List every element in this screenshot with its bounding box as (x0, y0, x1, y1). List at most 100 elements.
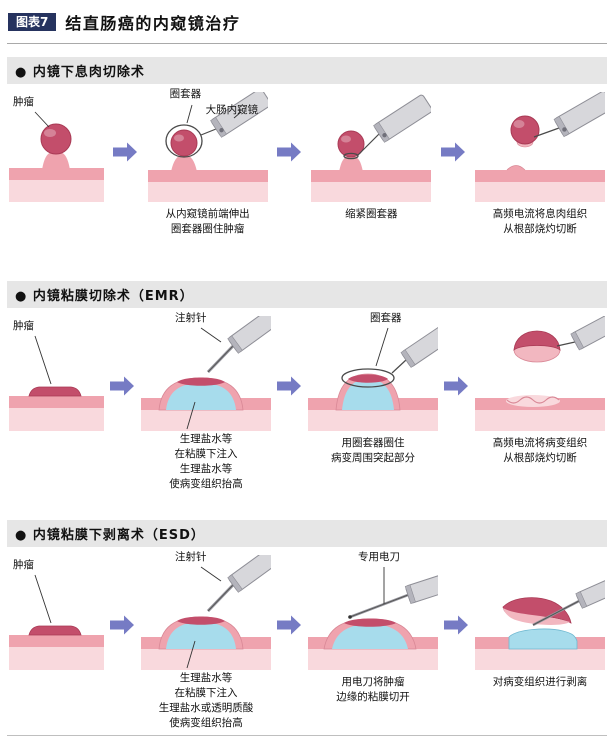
panel-polyp-resected: 高频电流将息肉组织 从根部烧灼切断 (474, 92, 605, 237)
label-tumor: 肿瘤 (13, 320, 34, 332)
tumor-graphic (28, 386, 82, 397)
illustration-polyp (9, 111, 104, 202)
saline-bulge-graphic (332, 624, 408, 649)
snare-wire-graphic (200, 128, 216, 136)
section-title: ● 内镜粘膜下剥离术（ESD） (15, 528, 205, 543)
panel-snare-grasp: 圈套器 大肠内窥镜 从内窥镜前端伸出 圈套器圈住肿瘤 (147, 88, 268, 237)
illustration-emr-snare (308, 325, 438, 431)
label-colonoscope: 大肠内窥镜 (205, 104, 259, 116)
esd-steps-row: 肿瘤 (7, 547, 607, 731)
submucosa-graphic (141, 649, 271, 670)
caption-line: 从根部烧灼切断 (503, 452, 577, 464)
caption-line: 在粘膜下注入 (174, 687, 238, 699)
panel-emr-resected: 高频电流将病变组织 从根部烧灼切断 (475, 316, 605, 466)
snare-wire-graphic (556, 341, 576, 347)
pointer-line (34, 111, 50, 128)
polyp-stalk-graphic (339, 157, 364, 172)
saline-bulge-graphic (342, 379, 394, 410)
knife-tip-graphic (348, 615, 352, 619)
arrow-right-icon (113, 142, 138, 162)
arrow-right-icon (444, 615, 469, 635)
snare-wire-graphic (533, 127, 560, 138)
caption-line: 缩紧圈套器 (345, 208, 398, 220)
caption-line: 边缘的粘膜切开 (336, 691, 410, 703)
section-header-polypectomy: ● 内镜下息肉切除术 (7, 57, 607, 84)
caption-line: 使病变组织抬高 (169, 717, 243, 729)
pointer-line (186, 640, 196, 669)
mucosa-graphic (9, 168, 104, 180)
panel-esd-knife: 专用电刀 用电刀将肿瘤 边缘的粘膜切开 (308, 551, 438, 705)
section-title: ● 内镜粘膜切除术（EMR） (15, 289, 194, 304)
illustration-polyp-resected (474, 92, 605, 202)
panel-esd-dissection: 对病变组织进行剥离 (475, 555, 605, 690)
tumor-graphic (177, 377, 225, 386)
snare-loop-graphic (165, 124, 203, 158)
endoscope-graphic (404, 571, 438, 604)
tumor-graphic (170, 129, 198, 157)
submucosa-graphic (9, 408, 104, 431)
pointer-line (233, 111, 241, 119)
pointer-line (186, 104, 193, 124)
submucosa-graphic (9, 647, 104, 670)
endoscope-graphic (373, 94, 432, 143)
saline-bulge-graphic (166, 622, 236, 649)
label-injection-needle: 注射针 (175, 551, 207, 563)
caption-line: 生理盐水或透明质酸 (158, 702, 254, 714)
tumor-graphic (40, 123, 72, 155)
illustration-flat-tumor (9, 335, 104, 431)
endoscope-graphic (553, 92, 605, 138)
step-caption: 在粘膜下注入 生理盐水等 使病变组织抬高 (169, 447, 243, 492)
saline-bulge-graphic (166, 383, 236, 410)
illustration-esd-injection (141, 555, 271, 670)
panel-flat-tumor: 肿瘤 (9, 555, 104, 670)
snare-wire-graphic (391, 359, 407, 374)
caption-line: 生理盐水等 (179, 463, 233, 475)
endoscope-graphic (400, 325, 438, 368)
tumor-graphic (513, 330, 561, 351)
illustration-emr-injection (141, 316, 271, 431)
tumor-graphic (348, 374, 388, 383)
submucosa-graphic (474, 182, 605, 202)
caption-line: 从内窥镜前端伸出 (165, 208, 250, 220)
illustration-emr-resected (475, 316, 605, 431)
pointer-line (34, 574, 52, 624)
submucosa-graphic (475, 410, 605, 431)
illustration-esd-knife (308, 567, 438, 670)
tumor-graphic (510, 115, 540, 145)
step-caption: 对病变组织进行剥离 (493, 675, 588, 690)
pointer-line (34, 335, 52, 385)
pointer-line (186, 401, 196, 430)
caption-line: 圈套器圈住肿瘤 (170, 223, 245, 235)
flap-underside-graphic (503, 608, 570, 625)
arrow-right-icon (277, 376, 302, 396)
tumor-graphic (337, 130, 365, 158)
illustration-snare-tighten (311, 94, 432, 202)
caption-line: 用电刀将肿瘤 (341, 676, 405, 688)
tumor-graphic (177, 616, 225, 625)
arrow-right-icon (276, 142, 302, 162)
step-caption: 从内窥镜前端伸出 圈套器圈住肿瘤 (166, 207, 250, 237)
panel-snare-tighten: 缩紧圈套器 (311, 92, 432, 222)
submucosa-graphic (147, 182, 268, 202)
illustration-snare-grasp (147, 92, 268, 202)
step-caption: 在粘膜下注入 生理盐水或透明质酸 使病变组织抬高 (159, 686, 254, 731)
section-esd: ● 内镜粘膜下剥离术（ESD） 肿瘤 (7, 520, 607, 731)
endoscope-graphic (227, 316, 271, 354)
label-snare: 圈套器 (370, 312, 402, 324)
endoscope-graphic (209, 92, 268, 138)
page-title: 结直肠癌的内窥镜治疗 (65, 14, 241, 33)
mucosa-graphic (9, 635, 104, 647)
figure-badge: 图表7 (8, 13, 57, 31)
submucosa-graphic (141, 410, 271, 431)
emr-steps-row: 肿瘤 (7, 308, 607, 492)
mucosa-graphic (311, 170, 432, 182)
label-snare: 圈套器 (169, 88, 202, 100)
panel-esd-injection: 注射针 生理盐水等 在粘膜下注入 生理盐水或透明质酸 使病变组织抬高 (141, 551, 271, 731)
label-electric-knife: 专用电刀 (358, 551, 400, 563)
submucosa-graphic (475, 649, 605, 670)
bottom-divider (7, 735, 607, 736)
caption-line: 高频电流将病变组织 (492, 437, 588, 449)
panel-emr-snare: 圈套器 用圈套器圈住 病变周围突起部分 (308, 312, 438, 466)
step-caption: 高频电流将息肉组织 从根部烧灼切断 (493, 207, 588, 237)
pointer-line (375, 327, 389, 367)
